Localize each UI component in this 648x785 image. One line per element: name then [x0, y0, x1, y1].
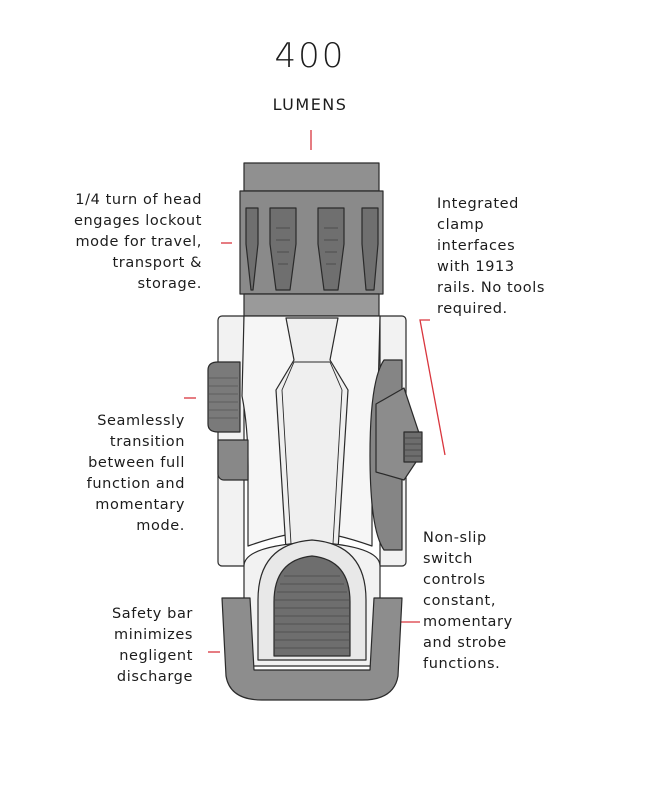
switch-pad: [273, 555, 351, 657]
head-knurl-band: [239, 190, 384, 295]
head-ridge-lines: [276, 227, 338, 265]
callout-safety: Safety bar minimizes negligent discharge: [111, 606, 193, 685]
left-switch-grip-lines: [209, 377, 238, 419]
flashlight: [207, 162, 423, 701]
switch-pad-grip-lines: [275, 575, 349, 649]
callout-transition: Seamlessly transition between full funct…: [86, 413, 185, 534]
lumens-value: 400: [274, 36, 346, 76]
head-top-band: [243, 162, 380, 192]
head-base-ring: [243, 293, 380, 317]
callout-lockout: 1/4 turn of head engages lockout mode fo…: [74, 192, 202, 292]
right-knob-grip-lines: [405, 437, 421, 457]
callout-clamp: Integrated clamp interfaces with 1913 ra…: [437, 196, 546, 317]
lumens-unit: LUMENS: [272, 95, 348, 114]
left-switch-knurl: [207, 361, 241, 433]
right-clamp-knob: [403, 431, 423, 463]
leader-clamp: [419, 319, 446, 456]
safety-bar: [221, 597, 403, 701]
left-switch-housing: [217, 439, 249, 481]
head-grip-ridges: [245, 207, 379, 291]
callout-switch: Non-slip switch controls constant, momen…: [423, 530, 513, 672]
